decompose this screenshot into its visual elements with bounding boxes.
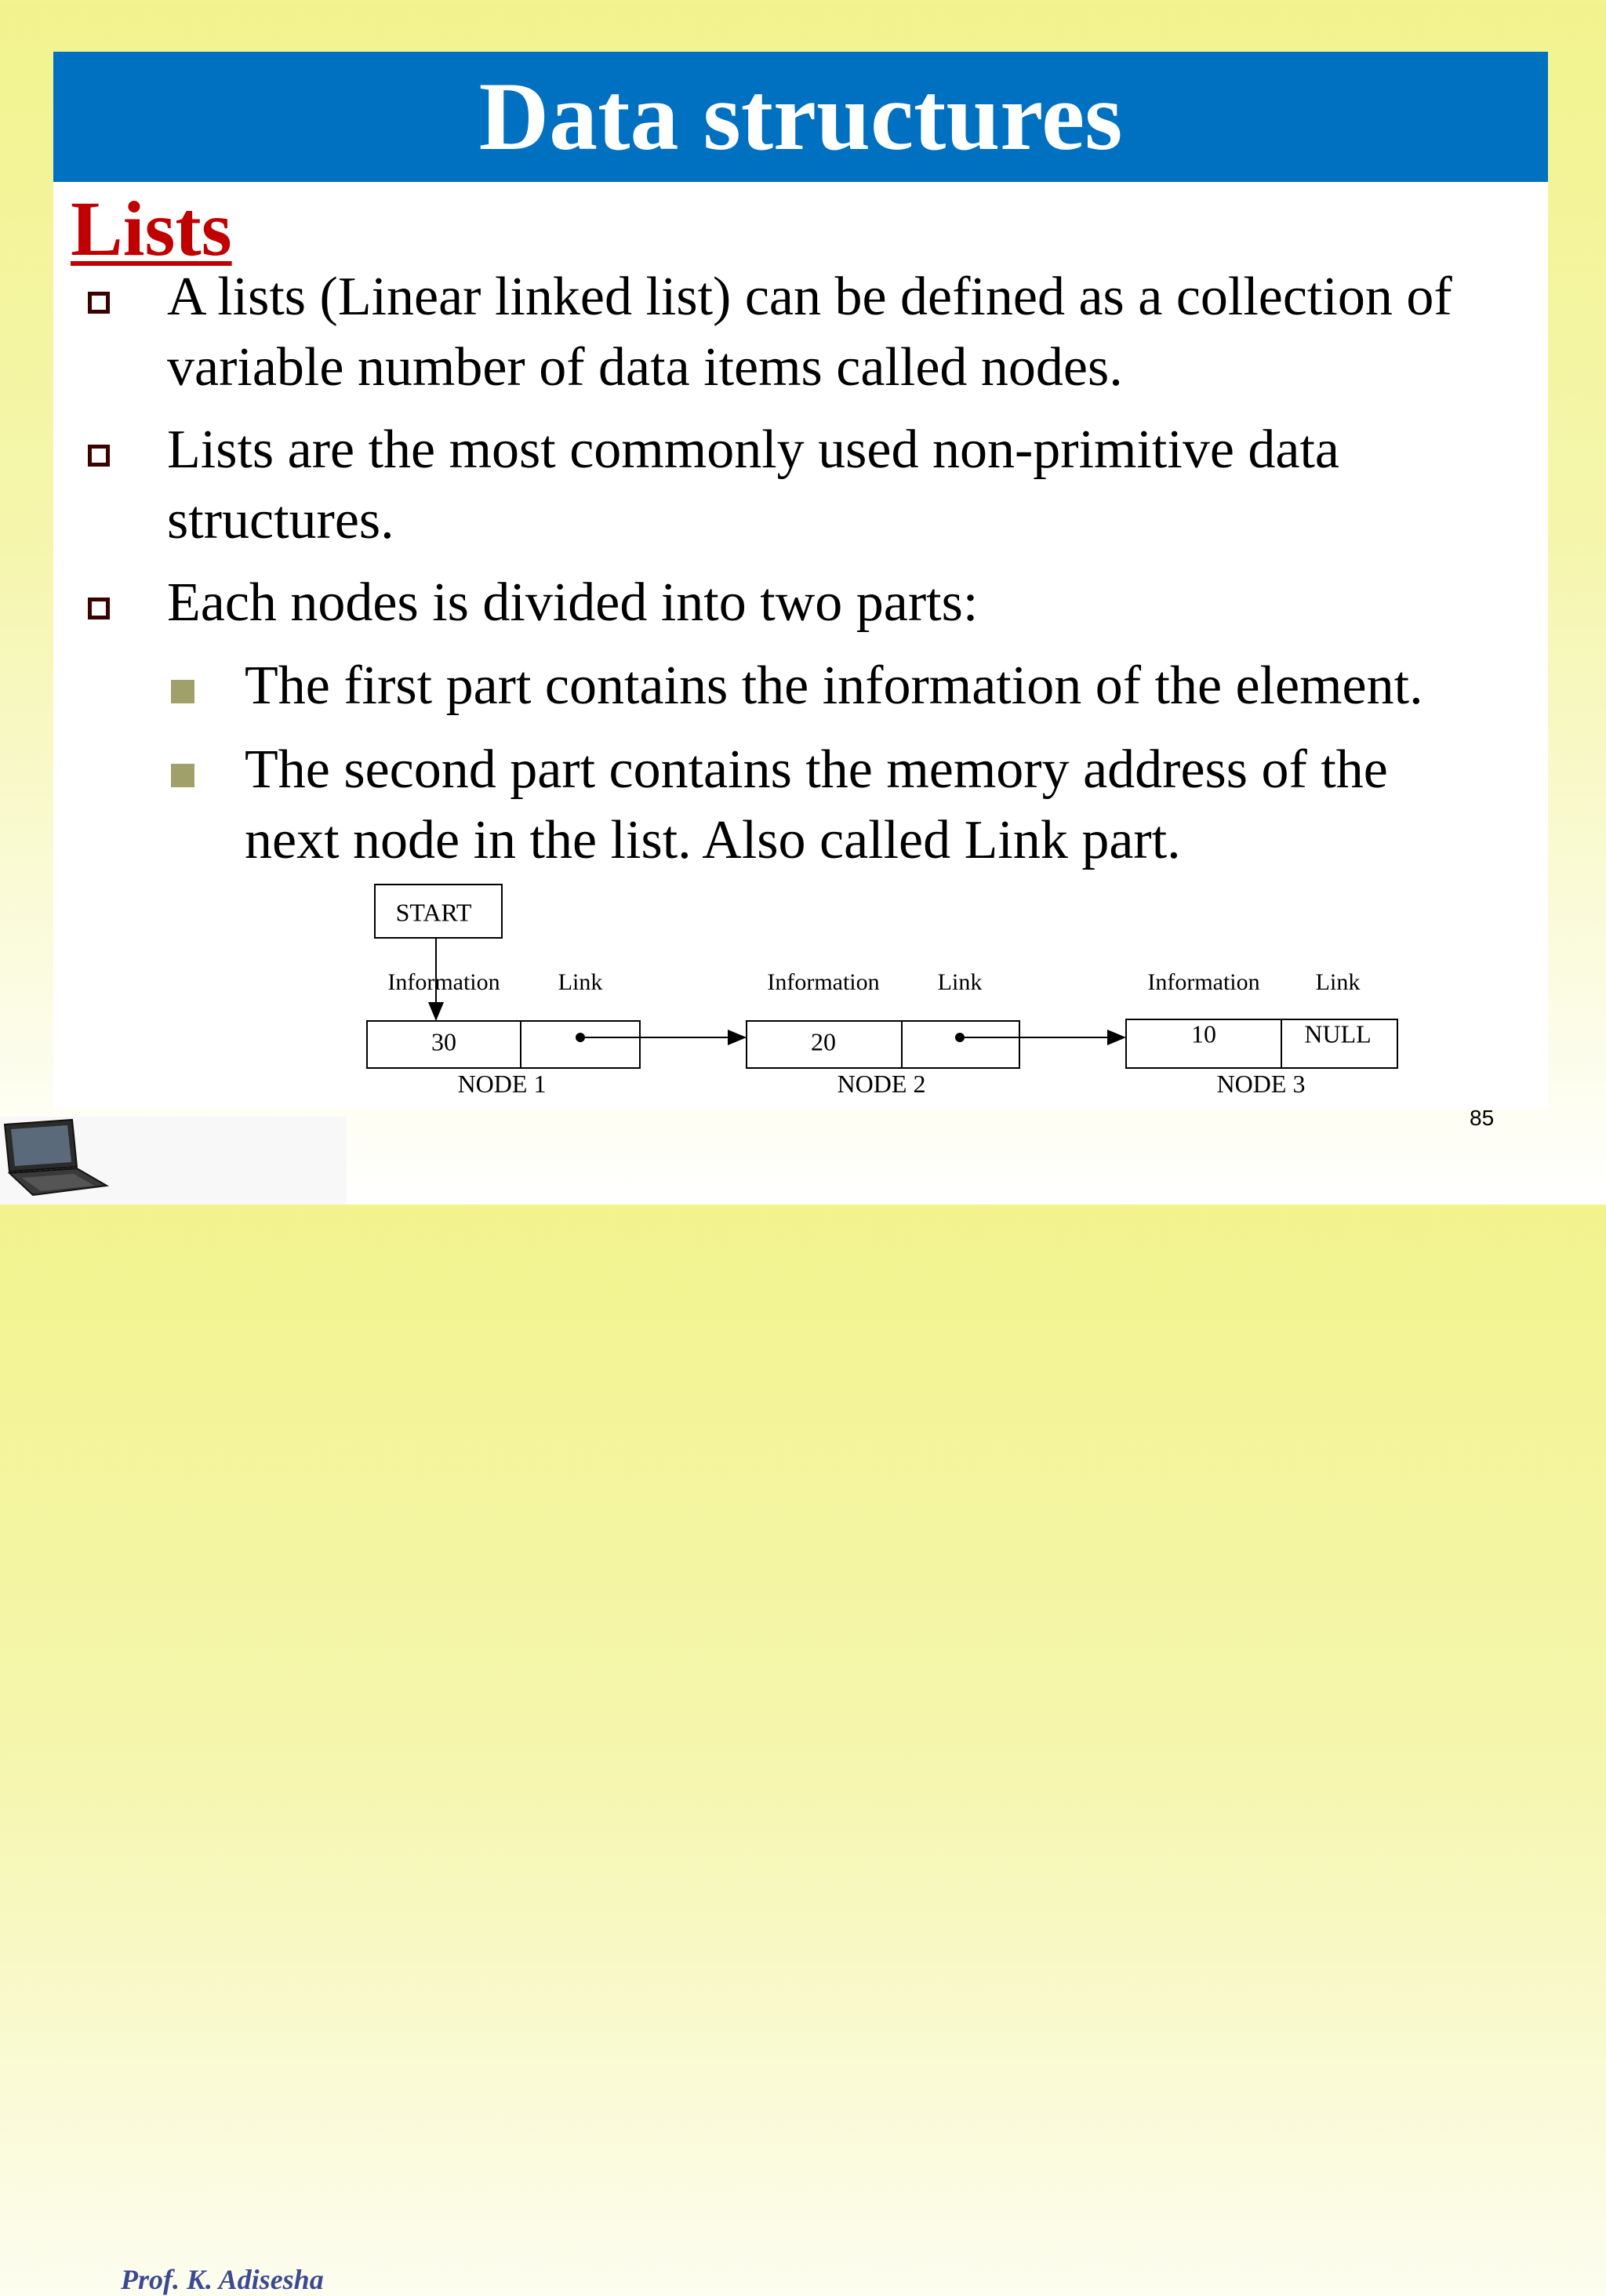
node-name: NODE 2 bbox=[838, 1070, 926, 1098]
slide-canvas: Data structures Lists A lists (Linear li… bbox=[53, 52, 1548, 1109]
node-info-cell bbox=[1125, 1019, 1282, 1069]
bullet-text: A lists (Linear linked list) can be defi… bbox=[167, 267, 1452, 398]
bullet-text: Lists are the most commonly used non-pri… bbox=[167, 420, 1339, 550]
node-null-link: NULL bbox=[1304, 1019, 1371, 1048]
link-label: Link bbox=[938, 969, 983, 995]
hollow-square-bullet-icon bbox=[88, 445, 110, 467]
bullet-text: Each nodes is divided into two parts: bbox=[167, 572, 979, 633]
hollow-square-bullet-icon bbox=[88, 598, 110, 619]
link-label: Link bbox=[1316, 969, 1361, 995]
footer-logo: Prof. K. Adisesha bbox=[0, 1117, 347, 2295]
sub-bullet-text: The first part contains the information … bbox=[245, 656, 1423, 716]
author-name: Prof. K. Adisesha bbox=[121, 2264, 324, 2295]
node-link-cell bbox=[1281, 1019, 1398, 1069]
node-name: NODE 3 bbox=[1217, 1070, 1306, 1098]
start-label: START bbox=[396, 898, 472, 926]
information-label: Information bbox=[1147, 969, 1259, 995]
node-info-cell bbox=[366, 1020, 521, 1069]
information-label: Information bbox=[767, 969, 879, 995]
information-label: Information bbox=[387, 969, 500, 995]
node-name: NODE 1 bbox=[458, 1070, 547, 1098]
node-link-cell bbox=[520, 1020, 641, 1069]
node-link-cell bbox=[901, 1020, 1020, 1069]
section-heading: Lists bbox=[71, 185, 232, 272]
sub-bullet-text: The second part contains the memory addr… bbox=[245, 739, 1388, 870]
node-info-value: 20 bbox=[811, 1027, 836, 1055]
node-info-value: 30 bbox=[431, 1027, 456, 1055]
hollow-square-bullet-icon bbox=[88, 292, 110, 314]
filled-square-bullet-icon bbox=[171, 764, 194, 787]
node-info-value: 10 bbox=[1191, 1019, 1216, 1048]
filled-square-bullet-icon bbox=[171, 680, 194, 703]
start-box bbox=[374, 884, 503, 939]
slide-title: Data structures bbox=[478, 63, 1123, 170]
page-number: 85 bbox=[1470, 1106, 1495, 1130]
laptop-icon bbox=[3, 1118, 110, 1197]
title-bar: Data structures bbox=[53, 52, 1548, 182]
linked-list-diagram: START Information Link 30 NODE 1 Informa… bbox=[366, 884, 1398, 1098]
node-info-cell bbox=[746, 1020, 903, 1069]
link-label: Link bbox=[558, 969, 603, 995]
